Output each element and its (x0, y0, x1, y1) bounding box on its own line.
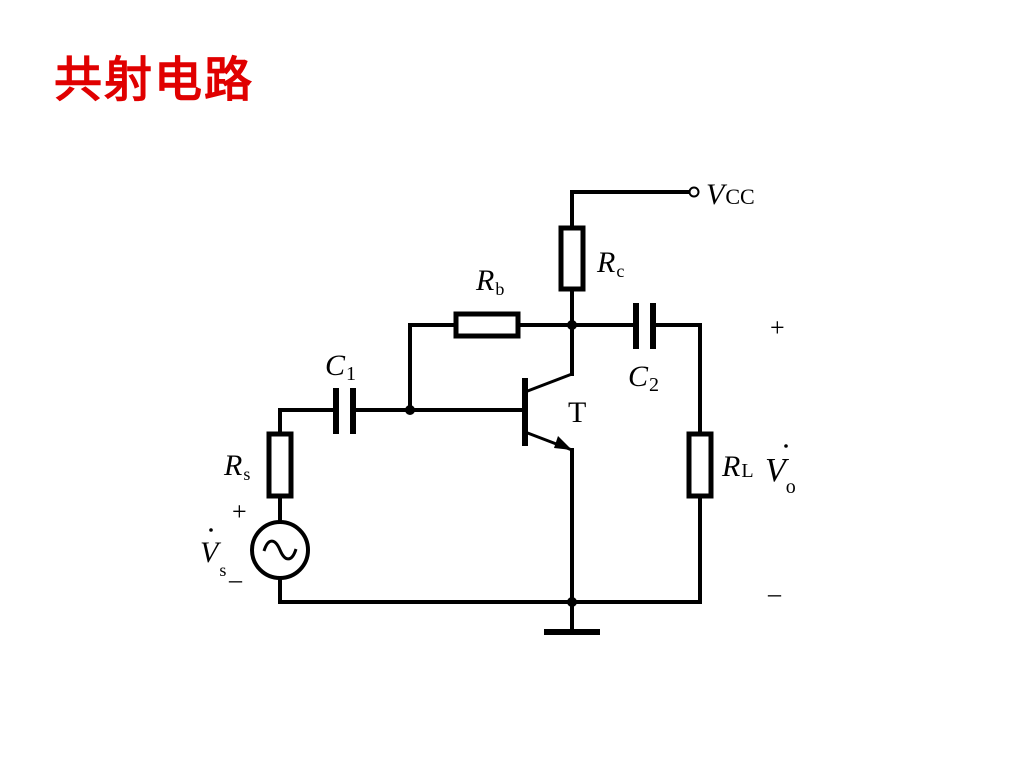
circuit-wires (278, 190, 702, 634)
vcc-label: VCC (706, 178, 755, 211)
slide-title: 共射电路 (54, 52, 255, 108)
input-capacitor (333, 388, 356, 434)
load-resistor (686, 431, 714, 499)
output-minus-label: – (767, 579, 782, 608)
rl-label: RL (721, 450, 754, 483)
c1-label: C1 (325, 349, 356, 385)
transistor-label: T (568, 396, 586, 429)
output-voltage-dot (784, 444, 788, 448)
rb-label: Rb (475, 264, 504, 299)
c2-label: C2 (628, 360, 659, 396)
base-resistor (453, 311, 521, 339)
output-capacitor (633, 303, 656, 349)
rc-label: Rc (596, 246, 624, 281)
source-voltage-label: Vs (200, 536, 226, 580)
output-voltage-label: Vo (765, 452, 796, 498)
source-minus-label: – (228, 565, 243, 594)
junction-dot (567, 597, 577, 607)
transistor-symbol (522, 372, 573, 452)
vcc-terminal (688, 186, 700, 198)
rs-label: Rs (223, 449, 250, 484)
source-resistor (266, 431, 294, 499)
source-voltage-dot (209, 528, 213, 532)
junction-dot (405, 405, 415, 415)
collector-resistor (558, 225, 586, 292)
ac-source-icon (250, 520, 310, 580)
junction-dot (567, 320, 577, 330)
output-plus-label: + (770, 313, 785, 342)
source-plus-label: + (232, 497, 247, 526)
